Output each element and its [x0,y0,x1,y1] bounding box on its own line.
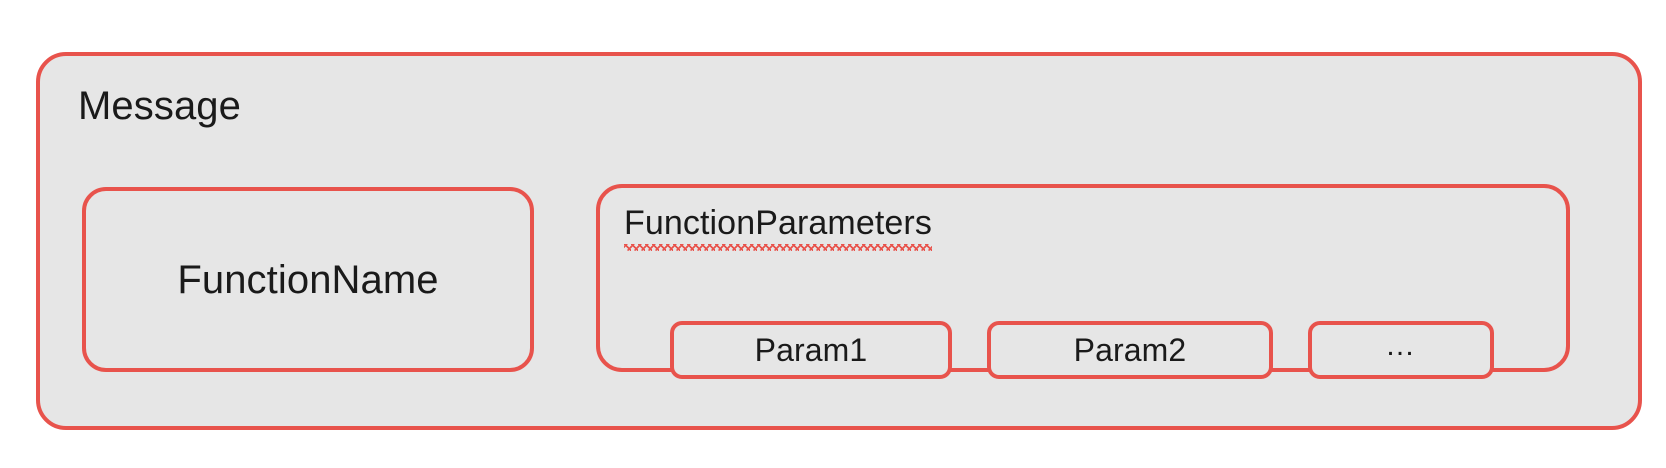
param-box-1: Param1 [670,321,952,379]
param-label-1: Param1 [754,332,868,368]
function-parameters-label-wrap: FunctionParameters [624,204,932,251]
function-parameters-label: FunctionParameters [624,204,932,242]
param-box-ellipsis: … [1308,321,1494,379]
param-label-ellipsis: … [1385,329,1417,362]
param-box-2: Param2 [987,321,1273,379]
function-parameters-box: FunctionParameters Param1 Param2 … [596,184,1570,379]
message-label: Message [78,84,242,128]
parameter-list: Param1 Param2 … [670,321,1494,379]
function-name-label: FunctionName [177,257,439,302]
spellcheck-squiggle-icon [624,244,932,251]
param-label-2: Param2 [1073,332,1187,368]
message-container: Message FunctionName FunctionParameters … [36,52,1642,430]
function-name-box: FunctionName [82,187,534,372]
